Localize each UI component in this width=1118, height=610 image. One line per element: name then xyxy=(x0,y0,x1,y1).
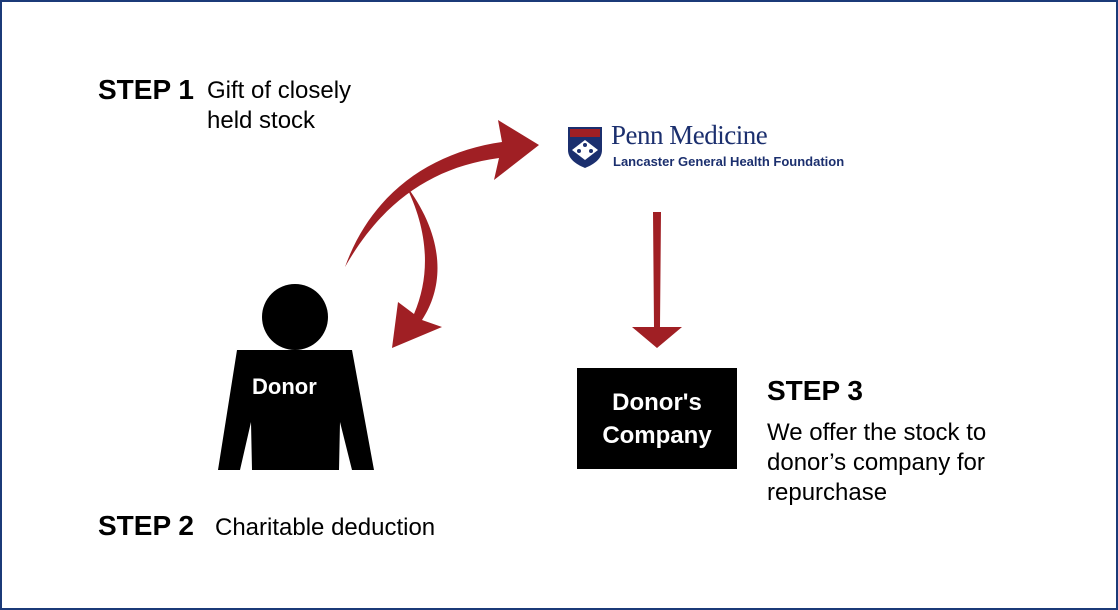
step1-line: held stock xyxy=(207,107,316,134)
step3-line: donor’s company for xyxy=(767,449,985,476)
step3-line: repurchase xyxy=(767,479,888,506)
step1-label: STEP 1 xyxy=(98,74,194,105)
step2-label: STEP 2 xyxy=(98,510,194,541)
step3-line: We offer the stock to xyxy=(767,419,987,446)
deduction-arrow xyxy=(392,184,442,348)
step1-text: Gift of closely held stock xyxy=(207,76,351,136)
company-line: Company xyxy=(602,421,712,449)
step3-label: STEP 3 xyxy=(767,375,863,406)
logo-subtitle: Lancaster General Health Foundation xyxy=(613,154,845,169)
logo-title: Penn Medicine xyxy=(611,120,768,150)
offer-arrow xyxy=(632,212,682,348)
donor-company-box: Donor's Company xyxy=(577,368,737,469)
company-line: Donor's xyxy=(612,388,702,416)
donor-head xyxy=(262,284,328,350)
step2-text: Charitable deduction xyxy=(215,514,436,541)
step1-line: Gift of closely xyxy=(207,77,352,104)
gift-arrow xyxy=(345,120,539,267)
donor-label: Donor xyxy=(252,374,317,399)
penn-shield-icon xyxy=(568,127,602,168)
step3-text: We offer the stock to donor’s company fo… xyxy=(767,418,986,508)
donor-body xyxy=(218,350,374,470)
